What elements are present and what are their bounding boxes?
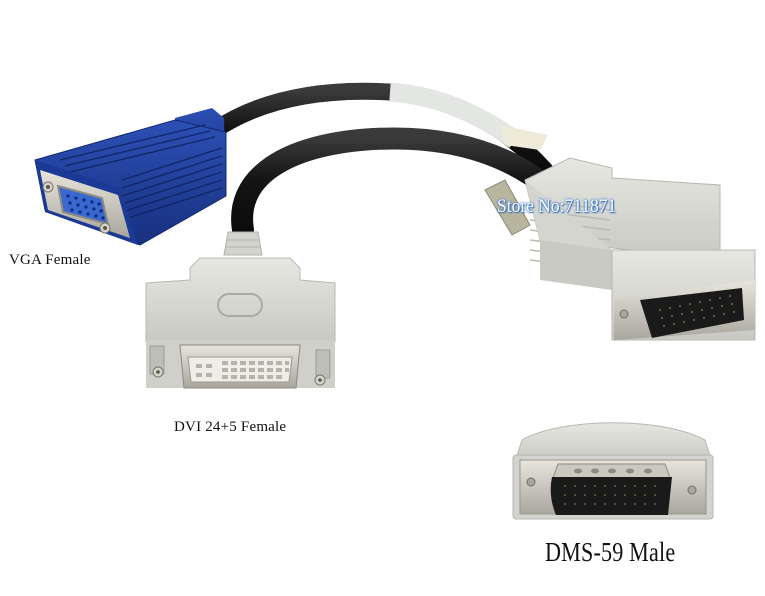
- dms59-male-label: DMS-59 Male: [545, 537, 676, 567]
- dvi-pin-grid: [196, 361, 289, 379]
- vga-female-connector: [34, 108, 227, 246]
- dms59-front-view: [512, 422, 714, 520]
- cable-dvi-branch: [231, 127, 556, 241]
- cable-vga-branch: [206, 82, 554, 179]
- store-watermark: Store No:711871: [497, 196, 617, 217]
- dvi-female-connector: [145, 231, 336, 389]
- vga-female-label: VGA Female: [9, 252, 91, 268]
- dvi-female-label: DVI 24+5 Female: [174, 419, 287, 435]
- cable-tag: [500, 125, 548, 150]
- dms59-male-connector: [484, 157, 756, 341]
